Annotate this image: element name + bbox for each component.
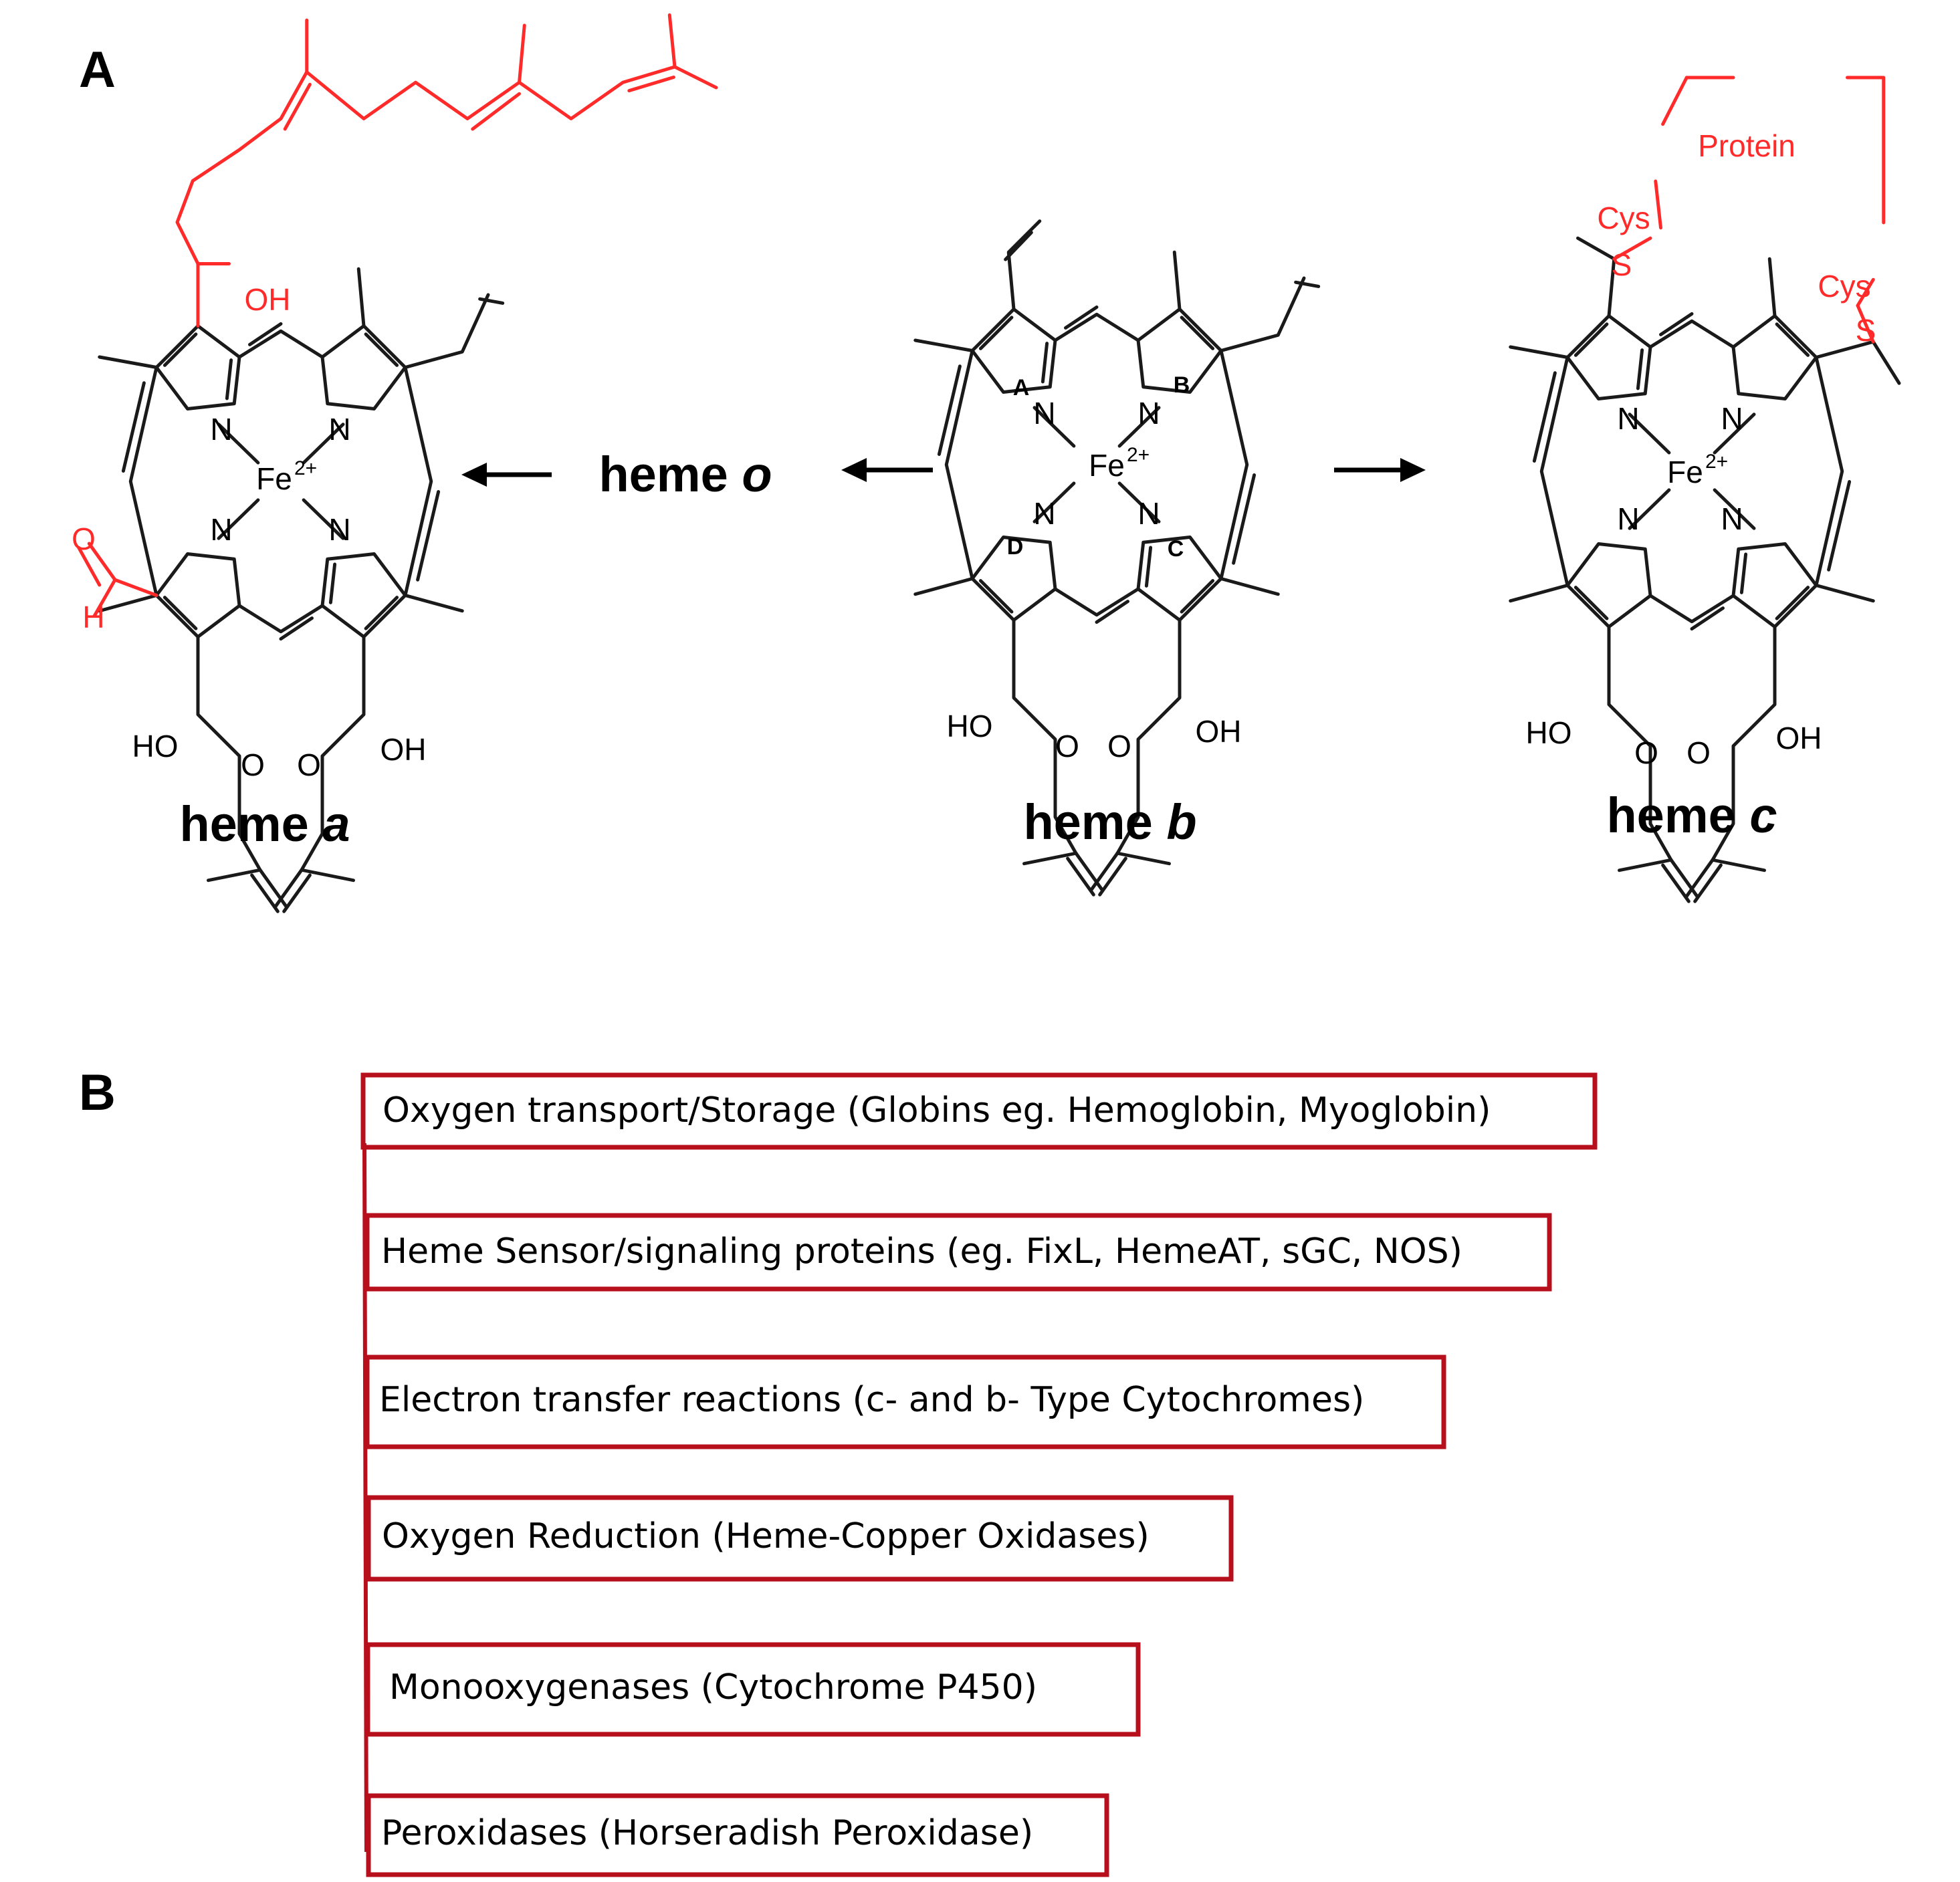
- ring-label-d: D: [1007, 534, 1024, 560]
- heme-b-label: heme b: [1023, 794, 1196, 850]
- function-label: Electron transfer reactions (c- and b- T…: [379, 1380, 1364, 1420]
- heme-c-acid-o: O: [1634, 735, 1658, 770]
- heme-a-hydroxyl: OH: [245, 282, 291, 317]
- heme-b-acid-ho: HO: [947, 709, 993, 743]
- heme-c-n: N: [1721, 401, 1743, 436]
- function-label: Oxygen transport/Storage (Globins eg. He…: [383, 1090, 1491, 1131]
- panel-b-letter: B: [79, 1064, 116, 1121]
- heme-c-acid-o: O: [1686, 735, 1711, 770]
- function-box: Electron transfer reactions (c- and b- T…: [364, 1355, 1446, 1449]
- heme-b-iron: Fe: [1089, 448, 1125, 483]
- heme-c-sulfur-left: S: [1612, 247, 1632, 282]
- heme-b-acid-o: O: [1107, 729, 1131, 763]
- heme-c-n: N: [1617, 401, 1639, 436]
- heme-b-n: N: [1033, 396, 1055, 431]
- heme-c-atoms: N N N N Fe 2+ Cys S Protein Cys S HO O O…: [1526, 128, 1876, 770]
- panel-a-letter: A: [79, 41, 116, 98]
- heme-b-n: N: [1033, 496, 1055, 531]
- heme-b-structure: [915, 219, 1321, 895]
- heme-c-cys-right: Cys: [1818, 269, 1870, 304]
- heme-c-iron-charge: 2+: [1705, 451, 1728, 473]
- heme-a-atoms: N N N N Fe 2+ OH O H HO O O OH: [72, 282, 426, 782]
- heme-a-n: N: [328, 412, 350, 447]
- heme-a-acid-oh: OH: [380, 732, 427, 767]
- function-box: Peroxidases (Horseradish Peroxidase): [366, 1793, 1109, 1877]
- heme-c-structure: [1511, 76, 1901, 901]
- heme-c-label: heme c: [1606, 788, 1777, 843]
- heme-b-atoms: N N N N Fe 2+ A B C D HO O O OH: [947, 372, 1242, 763]
- heme-a-n: N: [210, 412, 232, 447]
- heme-a-n: N: [210, 512, 232, 547]
- function-label: Oxygen Reduction (Heme-Copper Oxidases): [382, 1516, 1150, 1556]
- function-box: Heme Sensor/signaling proteins (eg. FixL…: [364, 1213, 1552, 1292]
- ring-label-a: A: [1013, 375, 1030, 400]
- function-box: Oxygen Reduction (Heme-Copper Oxidases): [366, 1495, 1234, 1582]
- heme-a-acid-o: O: [241, 747, 265, 782]
- ring-label-c: C: [1168, 536, 1184, 562]
- heme-a-formyl-hydrogen: H: [82, 600, 104, 634]
- heme-b-n: N: [1137, 396, 1160, 431]
- heme-a-structure: [77, 13, 718, 912]
- heme-b-iron-charge: 2+: [1127, 444, 1150, 466]
- heme-a-label: heme a: [179, 796, 350, 852]
- heme-c-iron: Fe: [1667, 455, 1703, 489]
- heme-c-sulfur-right: S: [1856, 313, 1876, 348]
- ring-label-b: B: [1174, 372, 1190, 398]
- function-label: Peroxidases (Horseradish Peroxidase): [381, 1813, 1033, 1853]
- function-box: Monooxygenases (Cytochrome P450): [365, 1642, 1141, 1737]
- function-box: Oxygen transport/Storage (Globins eg. He…: [360, 1072, 1598, 1150]
- heme-c-acid-ho: HO: [1526, 715, 1572, 750]
- heme-a-acid-o: O: [297, 747, 321, 782]
- heme-c-n: N: [1721, 501, 1743, 536]
- arrow-b-to-o: [841, 458, 933, 482]
- heme-a-iron: Fe: [256, 461, 292, 496]
- heme-a-formyl-oxygen: O: [72, 521, 96, 556]
- function-label: Heme Sensor/signaling proteins (eg. FixL…: [381, 1231, 1462, 1272]
- heme-a-acid-ho: HO: [132, 729, 179, 763]
- arrow-b-to-c: [1334, 458, 1426, 482]
- heme-a-iron-charge: 2+: [294, 457, 317, 479]
- heme-b-acid-o: O: [1055, 729, 1079, 763]
- heme-c-acid-oh: OH: [1776, 721, 1822, 755]
- heme-b-n: N: [1137, 496, 1160, 531]
- heme-o-label: heme o: [598, 447, 772, 502]
- heme-c-protein: Protein: [1698, 128, 1795, 163]
- heme-c-n: N: [1617, 501, 1639, 536]
- heme-b-acid-oh: OH: [1196, 714, 1242, 749]
- arrow-o-to-a: [461, 463, 552, 487]
- heme-c-cys-left: Cys: [1597, 201, 1650, 235]
- heme-a-n: N: [328, 512, 350, 547]
- function-label: Monooxygenases (Cytochrome P450): [389, 1667, 1037, 1708]
